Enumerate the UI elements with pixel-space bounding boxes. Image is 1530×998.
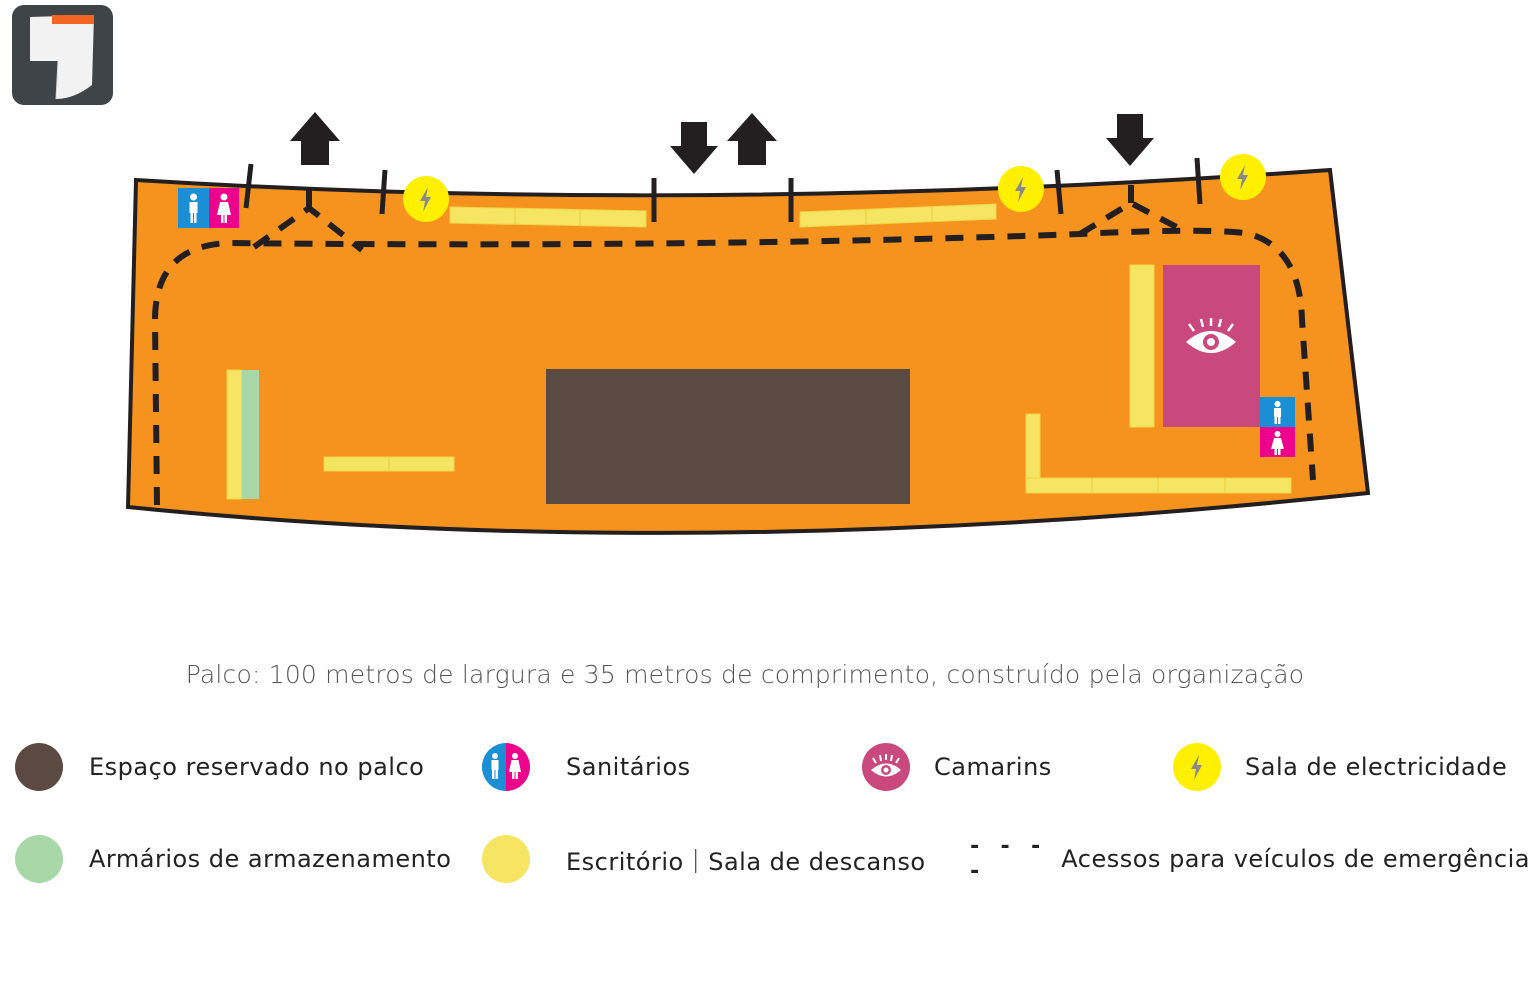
exit-arrow-up <box>727 113 777 165</box>
legend-electric: Sala de electricidade <box>1173 742 1507 792</box>
app-logo <box>12 5 113 105</box>
gate-posts <box>243 157 1203 222</box>
lightning-icon <box>998 166 1044 212</box>
office-dividers <box>388 207 1226 493</box>
toilet-icon <box>1260 397 1295 457</box>
dressing-rooms <box>1163 265 1260 427</box>
legend-label: Armários de armazenamento <box>89 845 452 873</box>
legend-label: Acessos para veículos de emergência <box>1061 845 1530 873</box>
storage-swatch-icon <box>15 835 63 883</box>
dash-line-icon: - - - - <box>968 834 1045 884</box>
stage-caption: Palco: 100 metros de largura e 35 metros… <box>185 660 1305 689</box>
legend-toilets: Sanitários <box>482 742 691 792</box>
lightning-icon <box>1173 743 1221 791</box>
legend-reserved: Espaço reservado no palco <box>15 742 424 792</box>
legend-label: Sala de electricidade <box>1245 753 1508 781</box>
stage-floor <box>125 167 1371 535</box>
legend-office: Escritório｜Sala de descanso <box>482 834 926 884</box>
legend-label: Sanitários <box>566 753 691 781</box>
legend-dressing: Camarins <box>862 742 1052 792</box>
toilet-icon <box>178 188 239 228</box>
eye-icon <box>1186 318 1236 353</box>
legend-label: Escritório｜Sala de descanso <box>566 847 926 876</box>
lightning-icon <box>1220 154 1266 200</box>
legend-storage: Armários de armazenamento <box>15 834 451 884</box>
emergency-route <box>151 183 1316 506</box>
eye-icon <box>862 743 910 791</box>
legend-label: Camarins <box>934 753 1052 781</box>
stage-floor-plan <box>125 112 1371 535</box>
legend-label: Espaço reservado no palco <box>89 753 425 781</box>
storage-lockers <box>242 370 259 499</box>
lightning-icon <box>403 176 449 222</box>
office-swatch-icon <box>482 835 530 883</box>
legend-route: - - - - Acessos para veículos de emergên… <box>968 834 1530 884</box>
exit-arrow-up <box>290 112 340 165</box>
reserved-swatch-icon <box>15 743 63 791</box>
entry-arrow-down <box>670 122 718 174</box>
entry-arrow-down <box>1106 114 1154 166</box>
toilet-icon <box>482 743 530 791</box>
reserved-stage-space <box>546 369 910 504</box>
